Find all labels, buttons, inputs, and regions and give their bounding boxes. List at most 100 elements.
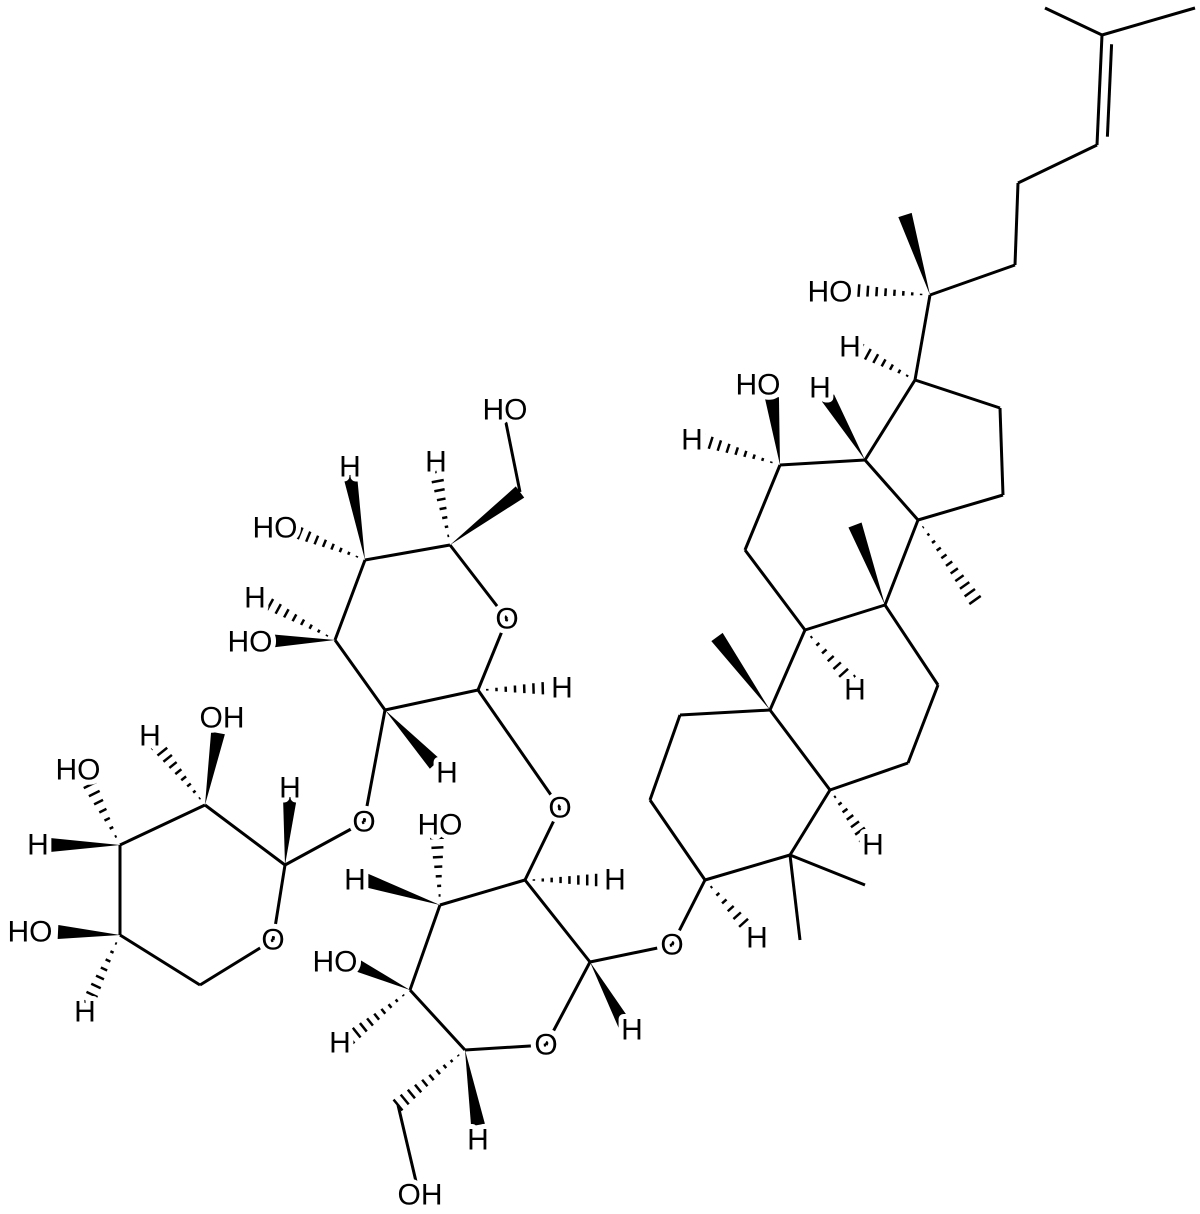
hash-bond-segment	[296, 527, 304, 540]
hash-bond-segment	[421, 1078, 429, 1088]
hash-bond-segment	[351, 1027, 362, 1039]
hash-bond-segment	[858, 832, 872, 844]
hash-bond-segment	[434, 488, 445, 493]
h-label-c3: H	[746, 922, 768, 955]
oxygen-label-xyl-ring: O	[261, 924, 284, 957]
hash-bond-segment	[866, 285, 870, 297]
hash-bond-segment	[940, 553, 948, 560]
wedge-bond	[450, 486, 525, 545]
h-label-c17: H	[839, 331, 861, 364]
hash-bond-segment	[732, 911, 742, 920]
hash-bond-segment	[743, 924, 757, 936]
single-bond	[883, 519, 920, 606]
hash-bond-segment	[738, 917, 749, 928]
hash-bond-segment	[282, 608, 290, 619]
hash-bond-segment	[109, 825, 114, 830]
hash-bond-segment	[826, 654, 835, 663]
h-label-xyl-c2: H	[139, 720, 161, 753]
hash-bond-segment	[93, 798, 104, 806]
hydroxyl-label-xyl-c2: OH	[200, 702, 245, 735]
single-bond	[476, 618, 509, 691]
oxygen-label-glc1-ring: O	[534, 1029, 557, 1062]
single-bond	[271, 864, 287, 941]
single-bond	[648, 714, 682, 801]
wedge-bond	[590, 962, 632, 1029]
hydroxyl-label-xyl-c4: HO	[8, 916, 53, 949]
wedge-bond	[57, 925, 120, 939]
single-bond	[743, 464, 782, 551]
wedge-bond	[205, 731, 225, 805]
hash-bond-segment	[716, 439, 723, 452]
single-bond	[743, 549, 807, 631]
h-label-glc1-c1: H	[621, 1014, 643, 1047]
hash-bond-segment	[439, 506, 447, 511]
hash-bond-segment	[174, 768, 183, 776]
hash-bond-segment	[373, 1012, 381, 1021]
double-bond	[1095, 34, 1104, 146]
single-bond	[408, 904, 442, 991]
h-label-c9: H	[844, 674, 866, 707]
hash-bond-segment	[330, 543, 335, 551]
hash-bond-segment	[401, 993, 405, 997]
hash-bond-segment	[888, 363, 894, 371]
hash-bond-segment	[698, 432, 706, 448]
wedge-bond	[898, 212, 930, 295]
single-bond	[670, 879, 707, 946]
hydroxyl-label-c12: HO	[736, 369, 781, 402]
hash-bond-segment	[114, 834, 118, 838]
single-bond	[863, 379, 917, 461]
hash-bond-segment	[444, 525, 449, 529]
hash-bond-segment	[441, 515, 448, 520]
single-bond	[199, 938, 274, 987]
hash-bond-segment	[963, 588, 976, 598]
hash-bond-segment	[905, 374, 909, 378]
single-bond	[788, 854, 802, 941]
single-bond	[523, 879, 592, 963]
hash-bond-segment	[95, 974, 105, 981]
hash-bond-segment	[715, 892, 721, 897]
hash-bond-segment	[857, 284, 861, 297]
hash-bond-segment	[850, 820, 860, 829]
hash-bond-segment	[855, 343, 865, 357]
h-label-c5: H	[862, 829, 884, 862]
hash-bond-segment	[380, 1008, 387, 1015]
single-bond	[913, 294, 932, 381]
single-bond	[704, 853, 791, 882]
hydroxyl-label-c20: HO	[808, 276, 853, 309]
hash-bond-segment	[832, 661, 842, 670]
wedge-bond	[50, 838, 120, 852]
single-bond	[768, 629, 807, 711]
hash-bond-segment	[921, 525, 925, 529]
single-bond	[284, 820, 365, 867]
single-bond	[1044, 6, 1103, 37]
wedge-bond	[848, 522, 885, 605]
atom-labels: HO H H HO H H H H O O H H O HO H HO H OH…	[3, 271, 889, 1214]
hydroxyl-label-xyl-c3: HO	[56, 754, 101, 787]
hash-bond-segment	[428, 1074, 435, 1081]
single-bond	[333, 559, 367, 641]
hash-bond-segment	[456, 1054, 460, 1057]
hash-bond-segment	[192, 789, 197, 794]
hash-bond-segment	[316, 629, 321, 634]
hash-bond-segment	[431, 478, 445, 484]
hash-bond-segment	[338, 547, 343, 553]
hash-bond-segment	[325, 634, 329, 637]
hash-bond-segment	[848, 282, 852, 298]
hash-bond-segment	[709, 885, 714, 889]
h-label-c13: H	[809, 372, 831, 405]
hash-bond-segment	[274, 603, 282, 615]
single-bond	[648, 799, 707, 881]
single-bond	[119, 933, 201, 987]
hash-bond-segment	[846, 814, 854, 821]
hash-bond-segment	[355, 555, 359, 558]
hydroxyl-label-glc1-c6: OH	[398, 1179, 443, 1212]
oxygen-label-glycoside: O	[660, 929, 683, 962]
single-bond	[1013, 182, 1020, 266]
hydroxyl-label-glc2-c3: HO	[228, 626, 273, 659]
double-bond-inner	[1105, 44, 1114, 137]
hash-bond-segment	[872, 353, 880, 364]
single-bond	[384, 688, 479, 712]
single-bond	[998, 407, 1005, 496]
single-bond	[589, 943, 673, 964]
